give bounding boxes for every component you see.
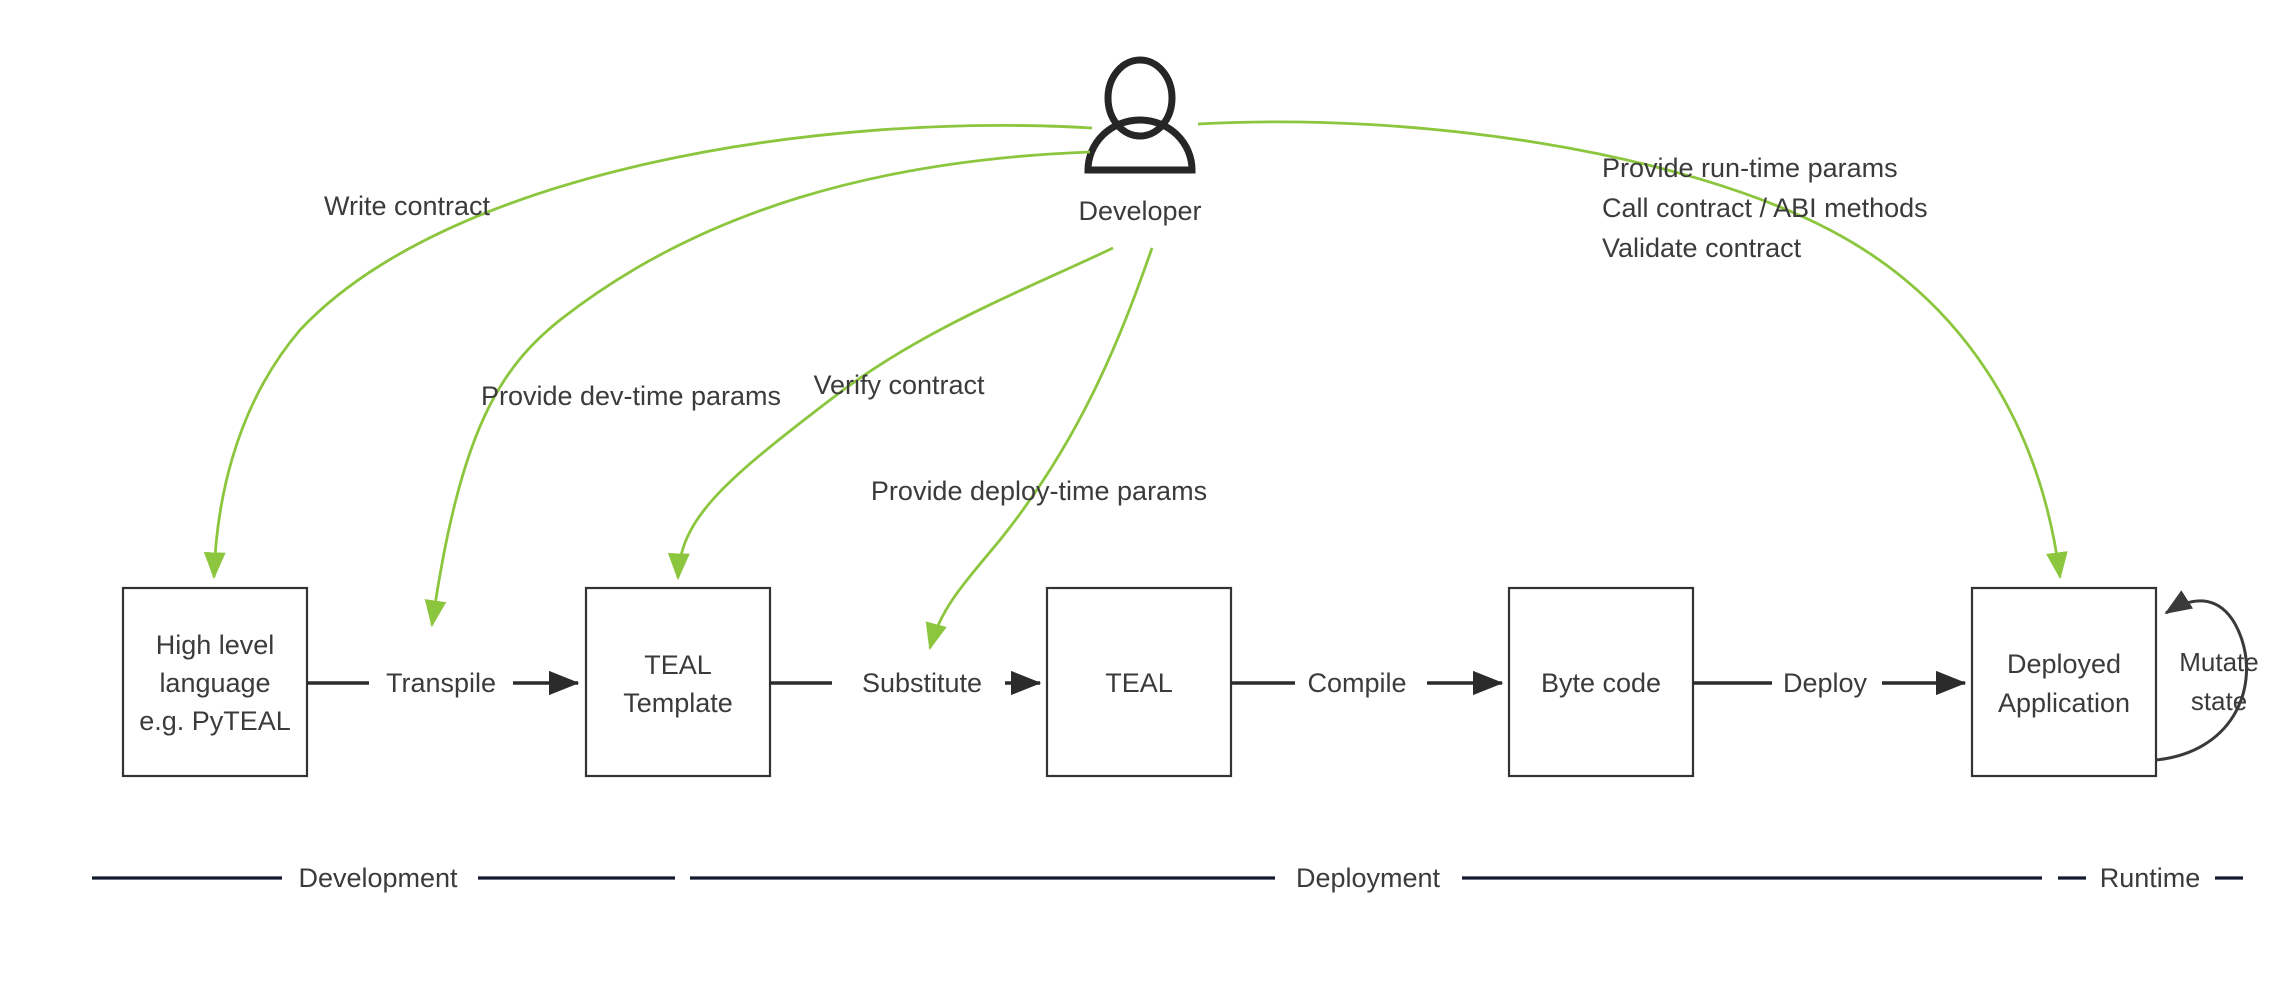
person-icon-body — [1084, 116, 1196, 174]
node-label-line-2: Application — [1998, 688, 2130, 718]
verify-contract-curve — [667, 246, 1114, 581]
edge-label: Compile — [1307, 668, 1406, 698]
node-high-level-language[interactable]: High level language e.g. PyTEAL — [121, 586, 309, 778]
section-label: Development — [298, 863, 458, 893]
node-label-line-2: Template — [623, 688, 733, 718]
runtime-action-line-3: Validate contract — [1602, 233, 1802, 263]
node-box[interactable] — [584, 586, 772, 778]
node-teal-template[interactable]: TEAL Template — [584, 586, 772, 778]
node-byte-code[interactable]: Byte code — [1507, 586, 1695, 778]
node-label-line-1: High level — [156, 630, 275, 660]
node-box[interactable] — [1045, 586, 1233, 778]
runtime-action-line-1: Provide run-time params — [1602, 153, 1898, 183]
edge-substitute: Substitute — [770, 668, 1042, 698]
section-label: Deployment — [1296, 863, 1441, 893]
runtime-action-line-2: Call contract / ABI methods — [1602, 193, 1928, 223]
node-teal[interactable]: TEAL — [1045, 586, 1233, 778]
provide-deploy-time-params-label: Provide deploy-time params — [871, 476, 1207, 506]
provide-dev-time-params-label: Provide dev-time params — [481, 381, 781, 411]
mutate-state-label-line-1: Mutate — [2179, 647, 2259, 677]
node-label-line-1: Byte code — [1541, 668, 1661, 698]
node-label-line-1: TEAL — [1105, 668, 1173, 698]
mutate-state-arrow — [2155, 590, 2248, 762]
verify-contract-label: Verify contract — [813, 370, 985, 400]
write-contract-label: Write contract — [324, 191, 491, 221]
edge-label: Transpile — [386, 668, 496, 698]
node-box[interactable] — [1970, 586, 2158, 778]
node-label-line-2: language — [159, 668, 270, 698]
node-label-line-1: Deployed — [2007, 649, 2121, 679]
edge-transpile: Transpile — [307, 668, 580, 698]
developer-actor: Developer — [1078, 56, 1202, 226]
edge-label: Deploy — [1783, 668, 1868, 698]
edge-deploy: Deploy — [1693, 668, 1967, 698]
section-development: Development — [92, 863, 675, 893]
runtime-actions-note: Provide run-time params Call contract / … — [1602, 153, 1928, 263]
edge-compile: Compile — [1231, 668, 1504, 698]
provide-dev-time-params-curve — [424, 150, 1091, 628]
section-label: Runtime — [2100, 863, 2201, 893]
node-label-line-3: e.g. PyTEAL — [139, 706, 291, 736]
provide-deploy-time-params-curve — [925, 247, 1154, 651]
edge-label: Substitute — [862, 668, 982, 698]
node-label-line-1: TEAL — [644, 650, 712, 680]
node-box[interactable] — [1507, 586, 1695, 778]
actor-action-labels: Write contract Provide dev-time params V… — [324, 191, 1207, 506]
actor-action-curves — [203, 120, 2068, 651]
runtime-actions-curve — [1197, 120, 2068, 580]
section-deployment: Deployment — [690, 863, 2042, 893]
self-loop-mutate-state: Mutate state — [2155, 590, 2259, 762]
section-runtime: Runtime — [2058, 863, 2243, 893]
mutate-state-label-line-2: state — [2191, 686, 2247, 716]
node-box[interactable] — [121, 586, 309, 778]
person-icon-head — [1104, 56, 1176, 140]
developer-label: Developer — [1078, 196, 1201, 226]
write-contract-curve — [203, 124, 1093, 580]
node-deployed-application[interactable]: Deployed Application — [1970, 586, 2158, 778]
